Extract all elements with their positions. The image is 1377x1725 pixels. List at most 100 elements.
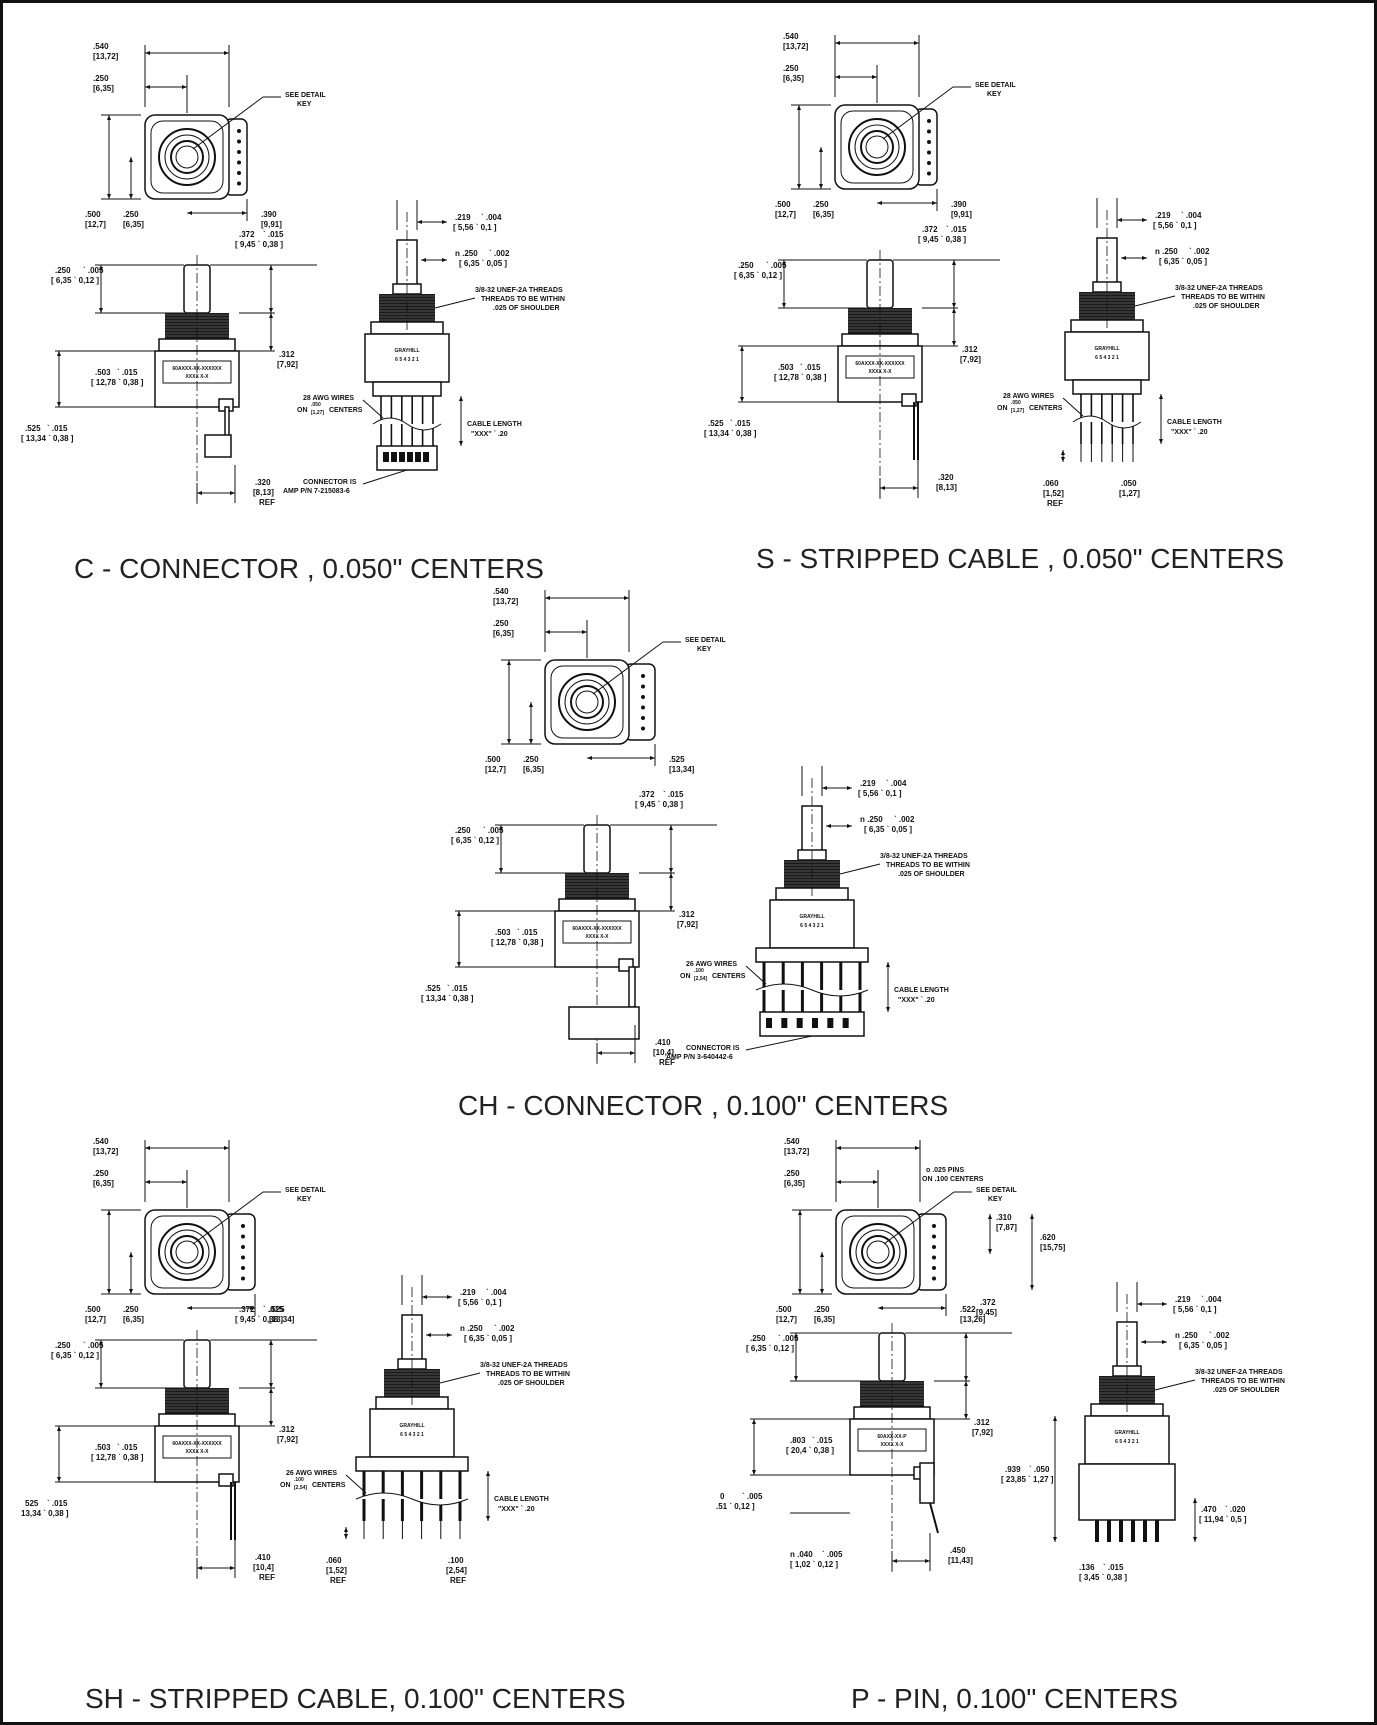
arrowhead [197, 491, 202, 495]
arrowhead [269, 1388, 273, 1393]
pcb-tab [901, 393, 917, 407]
shaft-dim-mm: [ 6,35 ` 0,12 ] [51, 1351, 99, 1360]
arrowhead [442, 258, 447, 262]
length-tol: ` .015 [263, 1305, 284, 1314]
arrowhead [447, 1295, 452, 1299]
center-dimension-mm: [6,35] [493, 629, 514, 638]
diameter-tol: ` .002 [894, 815, 915, 824]
cable-length-label: CABLE LENGTH [894, 987, 949, 994]
pin-numbers: 6 5 4 3 2 1 [1095, 355, 1119, 361]
width-dimension-mm: [13,72] [493, 597, 519, 606]
wire-pitch-ref: REF [450, 1576, 466, 1585]
see-detail-callout: SEE DETAIL [285, 1187, 326, 1194]
cable-length-label: CABLE LENGTH [467, 421, 522, 428]
body-tol: ` .015 [517, 928, 538, 937]
pin-dot [237, 150, 241, 154]
flat-dim: .219 [860, 779, 876, 788]
shaft-end [175, 1240, 199, 1264]
arrowhead [820, 1289, 824, 1294]
arrowhead [1030, 1214, 1034, 1219]
arrowhead [545, 630, 550, 634]
knob-inner [170, 140, 204, 174]
diameter-dim: n .250 [860, 815, 883, 824]
pin-header [919, 1462, 935, 1504]
diameter-dim-mm: [ 6,35 ` 0,05 ] [459, 259, 507, 268]
connector-cavity [407, 452, 413, 462]
arrowhead [417, 220, 422, 224]
thread-note: 3/8-32 UNEF-2A THREADS [475, 287, 563, 294]
pin-dia-tol: ` .005 [822, 1550, 843, 1559]
wire-gauge-note: 28 AWG WIRES [1003, 393, 1054, 400]
arrowhead [344, 1527, 348, 1532]
pin-dia-dim: n .040 [790, 1550, 813, 1559]
strip-ref: REF [1047, 499, 1063, 508]
body-dim: .503 [778, 363, 794, 372]
arrowhead [630, 1051, 635, 1055]
total-height-dim: .620 [1040, 1233, 1056, 1242]
strip-dim: .060 [1043, 479, 1059, 488]
pin-dot [641, 726, 645, 731]
brand-label: GRAYHILL [799, 914, 824, 920]
bushing-dim: .312 [679, 910, 695, 919]
width-dimension-mm: [13,72] [93, 1147, 119, 1156]
arrowhead [422, 1295, 427, 1299]
top-view: .540[13,72].250[6,35].500[12,7].250[6,35… [85, 1137, 326, 1324]
center-dimension-mm: [6,35] [783, 74, 804, 83]
dimension-line [1134, 295, 1176, 307]
connector-cavity [812, 1018, 818, 1028]
flat-tol: ` .004 [481, 213, 502, 222]
shaft-dim: .250 [750, 1334, 766, 1343]
bushing-dim: .312 [279, 1425, 295, 1434]
arrowhead [835, 41, 840, 45]
thread-note-2: THREADS TO BE WITHIN [486, 1371, 570, 1378]
strip-dim-mm: [1,52] [1043, 489, 1064, 498]
wire-centers: CENTERS [312, 1482, 346, 1489]
arrowhead [650, 756, 655, 760]
diameter-dim: n .250 [1155, 247, 1178, 256]
arrowhead [1117, 218, 1122, 222]
cable-lead [628, 966, 636, 1008]
diameter-tol: ` .002 [1189, 247, 1210, 256]
arrowhead [794, 1333, 798, 1338]
arrowhead [597, 1051, 602, 1055]
dimension-line [192, 1191, 264, 1245]
flat-dim-mm: [ 5,56 ` 0,1 ] [458, 1298, 502, 1307]
shaft-dim: .250 [55, 266, 71, 275]
shaft-dim-mm: [ 6,35 ` 0,12 ] [734, 271, 782, 280]
switch-body-side [154, 1425, 240, 1483]
lead-dim-mm: [10,4] [653, 1048, 674, 1057]
wire-pitch: .100 [294, 1477, 304, 1483]
arrowhead [822, 786, 827, 790]
connector-cavity [391, 452, 397, 462]
wire-gauge-note: 28 AWG WIRES [303, 395, 354, 402]
height-dimension: .500 [85, 1305, 101, 1314]
arrowhead [459, 441, 463, 446]
pin [1131, 1520, 1135, 1542]
pin-numbers: 6 5 4 3 2 1 [800, 923, 824, 929]
arrowhead [1193, 1498, 1197, 1503]
body-dim-mm: [ 12,78 ` 0,38 ] [91, 378, 144, 387]
arrowhead [1159, 394, 1163, 399]
arrowhead [1162, 1302, 1167, 1306]
switch-body-top [834, 104, 920, 190]
lead-ref: REF [259, 1573, 275, 1582]
height-dimension-mm: [12,7] [85, 1315, 106, 1324]
length-dim: .372 [239, 230, 255, 239]
height-dimension-mm: [12,7] [776, 1315, 797, 1324]
arrowhead [269, 265, 273, 270]
base-tol: ` .015 [47, 424, 68, 433]
shaft-dim: .250 [738, 261, 754, 270]
diameter-dim-mm: [ 6,35 ` 0,05 ] [464, 1334, 512, 1343]
flange-dimension: .522 [960, 1305, 976, 1314]
base-dim: .525 [708, 419, 724, 428]
width-dimension: .540 [93, 42, 109, 51]
arrowhead [457, 911, 461, 916]
shaft-dim-mm: [ 6,35 ` 0,12 ] [746, 1344, 794, 1353]
arrowhead [1162, 1340, 1167, 1344]
pin-height-dim: .310 [996, 1213, 1012, 1222]
shaft-tol: ` .005 [483, 826, 504, 835]
height-dimension: .500 [776, 1305, 792, 1314]
arrowhead [242, 211, 247, 215]
arrowhead [1061, 457, 1065, 462]
